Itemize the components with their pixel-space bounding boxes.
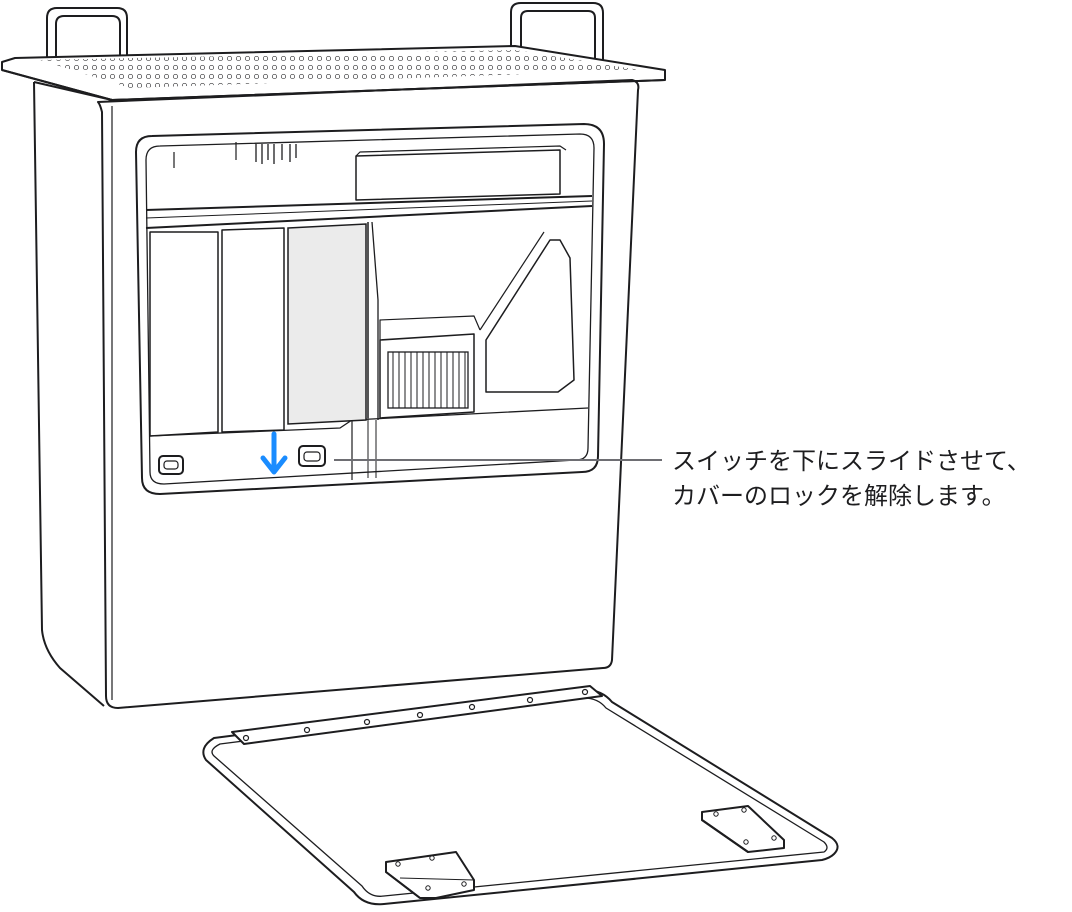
hinge-holes <box>242 688 589 742</box>
latch-switches <box>158 445 326 475</box>
heatsink-vent <box>387 351 469 409</box>
callout-line-1: スイッチを下にスライドさせて、 <box>672 447 1031 475</box>
callout-label: スイッチを下にスライドさせて、 カバーのロックを解除します。 <box>672 444 1031 514</box>
top-handles <box>46 2 604 80</box>
arrow-down-icon <box>260 431 288 475</box>
removed-side-panel <box>202 685 839 906</box>
internal-bay <box>135 123 605 495</box>
shaded-card <box>287 223 367 425</box>
callout-line-2: カバーのロックを解除します。 <box>672 482 1006 510</box>
top-grill <box>1 45 666 102</box>
mac-pro-body <box>33 79 640 709</box>
